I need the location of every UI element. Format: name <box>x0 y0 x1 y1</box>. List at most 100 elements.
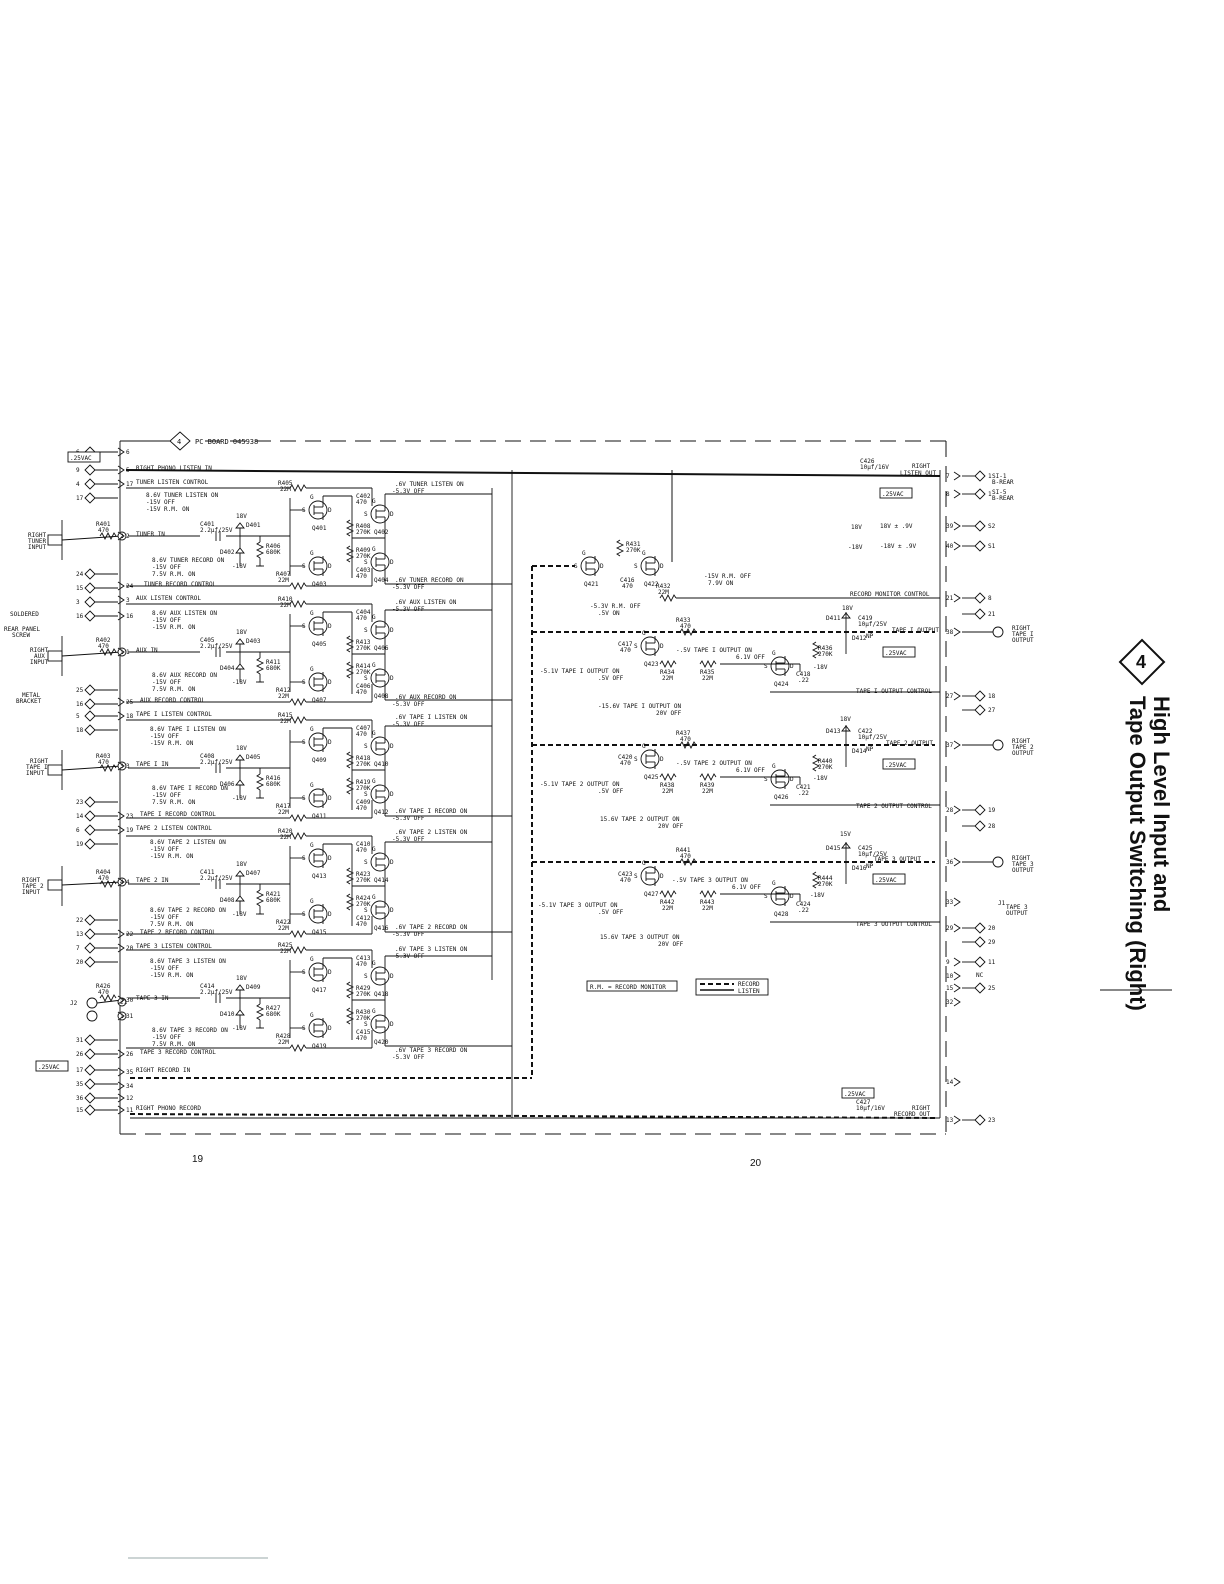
board-pin-chevron <box>117 611 125 621</box>
label-s1-5-b: B-REAR <box>992 495 1014 502</box>
fet-drain-label: D <box>328 739 332 746</box>
resistor-symbol <box>345 893 355 911</box>
label-r405: R405 <box>278 480 293 487</box>
label-r440: R440 <box>818 758 833 765</box>
value-r416: 680K <box>266 781 281 788</box>
label-r407: R407 <box>276 571 291 578</box>
note-minus18v-stage: -18V <box>232 679 247 686</box>
label-right-tape1-input-3: INPUT <box>26 770 44 777</box>
title-line-2: Tape Output Switching (Right) <box>1125 696 1150 1011</box>
line-aux-listen-control: AUX LISTEN CONTROL <box>136 595 201 602</box>
note-t1-out-c-2: 20V OFF <box>656 710 682 717</box>
note-r-tape3-record-2: -5.3V OFF <box>392 1054 425 1061</box>
fet-drain-label: D <box>390 859 394 866</box>
note-aux-record-2: -15V OFF <box>152 679 181 686</box>
value-c426: 10µf/16V <box>860 464 889 471</box>
label-c414: C414 <box>200 983 215 990</box>
fet-drain-label: D <box>328 795 332 802</box>
fet-name-q410: Q410 <box>374 761 389 768</box>
right-section-text: -5.3V R.M. OFF .5V ON -15V R.M. OFF 7.9V… <box>538 463 939 1118</box>
fet-source-label: S <box>634 873 638 880</box>
note-tape1-listen-1: 8.6V TAPE I LISTEN ON <box>150 726 226 733</box>
right-connector-pins: 78394021382737283633299101532141311S2S18… <box>946 470 1004 1126</box>
note-tape1-listen-3: -15V R.M. ON <box>150 740 194 747</box>
label-c415: C415 <box>356 1029 371 1036</box>
note-t2-out-c-2: 20V OFF <box>658 823 684 830</box>
right-pin-7: 7 <box>946 473 950 480</box>
np-c422: NP <box>866 746 874 753</box>
fet-source-label: S <box>302 795 306 802</box>
value-r435: 22M <box>702 675 713 682</box>
pin-circle <box>117 531 127 541</box>
note-r-tuner-record-1: .6V TUNER RECORD ON <box>395 577 464 584</box>
line-tape3-listen-control: TAPE 3 LISTEN CONTROL <box>136 943 212 950</box>
label-c422: C422 <box>858 728 873 735</box>
note-r-tuner-listen-2: -5.3V OFF <box>392 488 425 495</box>
jack-tape2 <box>47 879 63 891</box>
label-c412: C412 <box>356 915 371 922</box>
note-r-tape3-listen-2: -5.3V OFF <box>392 953 425 960</box>
right-pin-chevron <box>953 897 961 907</box>
resistor-symbol <box>289 929 307 939</box>
note-tuner-record-2: -15V OFF <box>152 564 181 571</box>
label-r404: R404 <box>96 869 111 876</box>
resistor-symbol <box>699 659 717 669</box>
left-pin-22: 22 <box>76 917 84 924</box>
note-aux-record-3: 7.5V R.M. ON <box>152 686 196 693</box>
line-tape1-listen-control: TAPE I LISTEN CONTROL <box>136 711 212 718</box>
label-c409: C409 <box>356 799 371 806</box>
fet-source-label: S <box>302 623 306 630</box>
fet-drain-label: D <box>660 563 664 570</box>
resistor-symbol <box>99 647 117 657</box>
input-jacks <box>47 520 123 1022</box>
label-right-listen-out-2: LISTEN OUT <box>900 470 937 477</box>
label-r420: R420 <box>278 828 293 835</box>
note-tape1-record-1: 8.6V TAPE I RECORD ON <box>152 785 228 792</box>
note-tape2-listen-1: 8.6V TAPE 2 LISTEN ON <box>150 839 226 846</box>
label-right-tape2-input-2: TAPE 2 <box>22 883 44 890</box>
board-pin-chevron <box>117 595 125 605</box>
value-r421: 680K <box>266 897 281 904</box>
line-tape2-listen-control: TAPE 2 LISTEN CONTROL <box>136 825 212 832</box>
value-c420: 470 <box>620 760 631 767</box>
board-pin-34: 34 <box>126 1083 134 1090</box>
diode-symbol <box>235 895 245 902</box>
resistor-symbol <box>811 754 821 772</box>
note-tape2-listen-2: -15V OFF <box>150 846 179 853</box>
note-r-tape1-listen-2: -5.3V OFF <box>392 721 425 728</box>
resistor-symbol <box>99 993 117 1003</box>
note-minus18v-stage: -18V <box>232 563 247 570</box>
value-r441: 470 <box>680 853 691 860</box>
line-right-phono-record: RIGHT PHONO RECORD <box>136 1105 201 1112</box>
note-r-tape2-listen-2: -5.3V OFF <box>392 836 425 843</box>
board-pin-19: 19 <box>126 827 134 834</box>
note-tape2-record-2: -15V OFF <box>150 914 179 921</box>
outer-pin-11: 11 <box>988 959 996 966</box>
right-pin-33: 33 <box>946 899 954 906</box>
stage-1: R40522MR40722MC4012.2µf/25VR401470D401D4… <box>96 480 512 591</box>
label-right-record-out-1: RIGHT <box>912 1105 930 1112</box>
fet-name-q402: Q402 <box>374 529 389 536</box>
fet-source-label: S <box>302 563 306 570</box>
fet-name-q428: Q428 <box>774 911 789 918</box>
label-r433: R433 <box>676 617 691 624</box>
value-c402: 470 <box>356 499 367 506</box>
label-right-tuner-input-3: INPUT <box>28 544 46 551</box>
label-c424: C424 <box>796 901 811 908</box>
outer-pin-20: 20 <box>988 925 996 932</box>
fet-name-q409: Q409 <box>312 757 327 764</box>
note-tape3-record-3: 7.5V R.M. ON <box>152 1041 196 1048</box>
value-c421: .22 <box>798 790 809 797</box>
fet-gate-label: G <box>642 860 646 867</box>
pin-diamond <box>84 492 96 504</box>
value-r428: 22M <box>278 1039 289 1046</box>
note-tape3-listen-1: 8.6V TAPE 3 LISTEN ON <box>150 958 226 965</box>
jack-tape3 <box>86 997 98 1009</box>
note-aux-listen-3: -15V R.M. ON <box>152 624 196 631</box>
value-r425: 22M <box>280 948 291 955</box>
label-c402: C402 <box>356 493 371 500</box>
fet-gate-label: G <box>310 898 314 905</box>
fet-source-label: S <box>574 563 578 570</box>
